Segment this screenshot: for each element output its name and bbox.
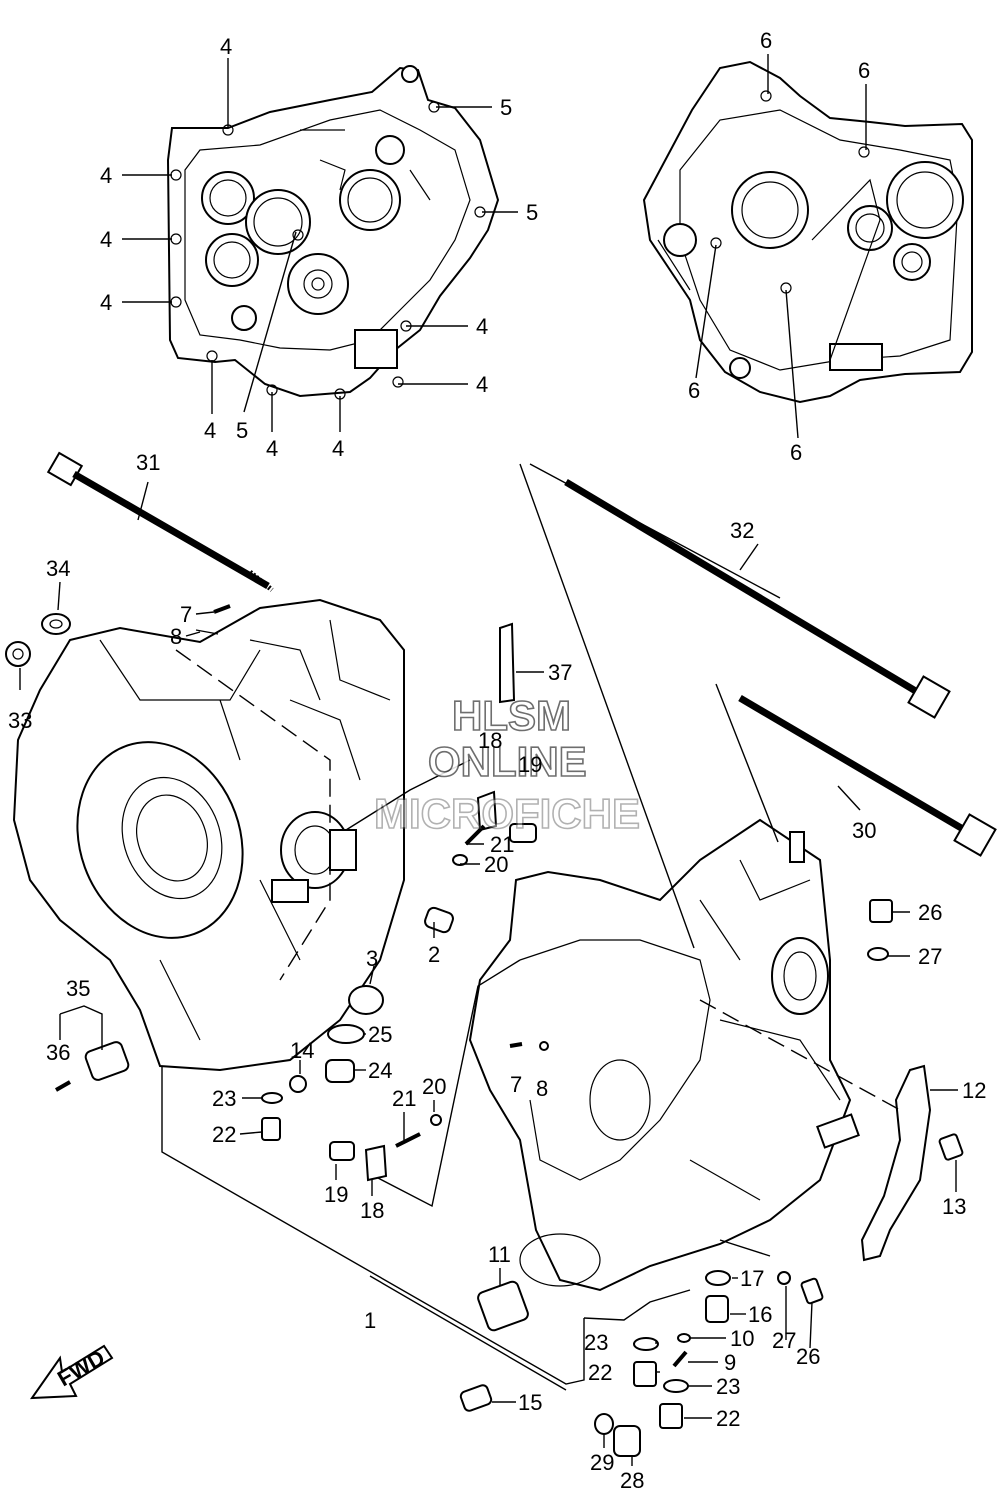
- watermark-line-2: ONLINE: [428, 738, 587, 785]
- callout-4: 4: [100, 227, 112, 252]
- callout-4: 4: [220, 34, 232, 59]
- callout-16: 16: [748, 1302, 772, 1327]
- callout-22: 22: [716, 1406, 740, 1431]
- callout-13: 13: [942, 1194, 966, 1219]
- callout-20: 20: [422, 1074, 446, 1099]
- long-bolt-31: [46, 451, 274, 592]
- callout-8: 8: [536, 1076, 548, 1101]
- callout-32: 32: [730, 518, 754, 543]
- callout-14: 14: [290, 1038, 314, 1063]
- main-view-leader-lines: [19, 463, 958, 1466]
- callout-15: 15: [518, 1390, 542, 1415]
- left-crankcase-face-view: [166, 65, 500, 400]
- callout-6: 6: [858, 58, 870, 83]
- callout-6: 6: [760, 28, 772, 53]
- callout-4: 4: [332, 436, 344, 461]
- callout-33: 33: [8, 708, 32, 733]
- callout-28: 28: [620, 1468, 644, 1491]
- callout-19: 19: [518, 752, 542, 777]
- callout-9: 9: [724, 1350, 736, 1375]
- callout-26: 26: [918, 900, 942, 925]
- right-crankcase-half: [468, 818, 860, 1292]
- callout-27: 27: [772, 1328, 796, 1353]
- callout-23: 23: [212, 1086, 236, 1111]
- callout-17: 17: [740, 1266, 764, 1291]
- callout-12: 12: [962, 1078, 986, 1103]
- callout-19: 19: [324, 1182, 348, 1207]
- callout-5: 5: [236, 418, 248, 443]
- callout-36: 36: [46, 1040, 70, 1065]
- callout-7: 7: [180, 602, 192, 627]
- watermark-line-1: HLSM: [452, 692, 571, 739]
- small-parts: [5, 604, 964, 1457]
- callout-23: 23: [716, 1374, 740, 1399]
- callout-4: 4: [100, 163, 112, 188]
- callout-6: 6: [688, 378, 700, 403]
- long-bolt-32: [564, 478, 951, 719]
- callout-27: 27: [918, 944, 942, 969]
- callout-31: 31: [136, 450, 160, 475]
- callout-34: 34: [46, 556, 70, 581]
- callout-2: 2: [428, 942, 440, 967]
- watermark-line-3: MICROFICHE: [374, 790, 640, 837]
- callout-4: 4: [476, 372, 488, 397]
- callout-21: 21: [392, 1086, 416, 1111]
- callout-24: 24: [368, 1058, 392, 1083]
- callout-labels: 4 4 4 4 4 5 4 4 4 4 5 5 6 6 6 6 31 34 33…: [8, 28, 986, 1491]
- forward-direction-arrow: FWD: [30, 1344, 114, 1400]
- callout-7: 7: [510, 1072, 522, 1097]
- callout-5: 5: [500, 95, 512, 120]
- callout-18: 18: [478, 728, 502, 753]
- top-view-leader-lines: [122, 54, 867, 439]
- right-crankcase-face-view: [642, 60, 973, 404]
- callout-37: 37: [548, 660, 572, 685]
- callout-10: 10: [730, 1326, 754, 1351]
- callout-4: 4: [204, 418, 216, 443]
- callout-25: 25: [368, 1022, 392, 1047]
- callout-20: 20: [484, 852, 508, 877]
- long-bolt-30: [738, 694, 997, 857]
- callout-11: 11: [488, 1242, 511, 1267]
- callout-4: 4: [100, 290, 112, 315]
- callout-8: 8: [170, 624, 182, 649]
- callout-23: 23: [584, 1330, 608, 1355]
- callout-21: 21: [490, 832, 514, 857]
- left-crankcase-half: [12, 598, 405, 1072]
- callout-1: 1: [364, 1308, 376, 1333]
- callout-29: 29: [590, 1450, 614, 1475]
- callout-22: 22: [588, 1360, 612, 1385]
- callout-22: 22: [212, 1122, 236, 1147]
- callout-18: 18: [360, 1198, 384, 1223]
- callout-5: 5: [526, 200, 538, 225]
- callout-6: 6: [790, 440, 802, 465]
- watermark: HLSM ONLINE MICROFICHE: [373, 691, 641, 838]
- callout-26: 26: [796, 1344, 820, 1369]
- callout-35: 35: [66, 976, 90, 1001]
- callout-30: 30: [852, 818, 876, 843]
- callout-4: 4: [476, 314, 488, 339]
- callout-3: 3: [366, 946, 378, 971]
- callout-4: 4: [266, 436, 278, 461]
